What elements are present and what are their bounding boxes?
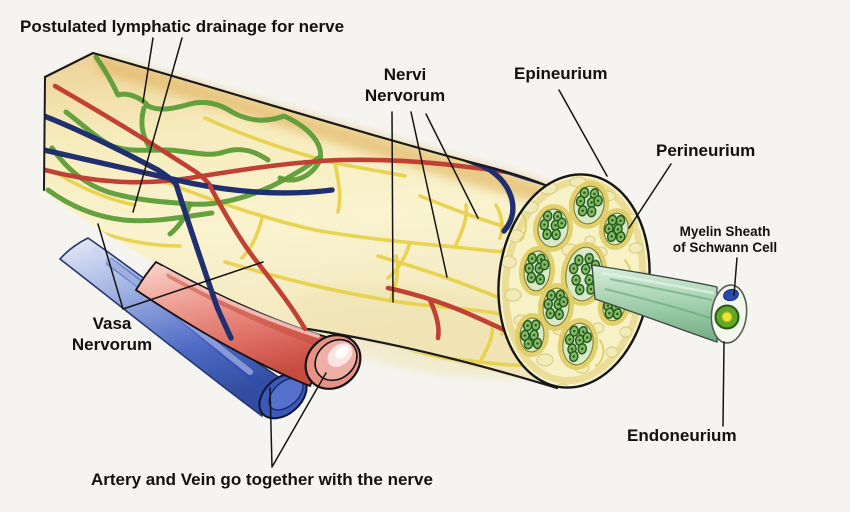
leader-nervi-1 [391, 111, 394, 303]
fascicle [557, 318, 599, 370]
fascicle [532, 204, 574, 252]
extracted-fascicle-tube [591, 264, 718, 343]
leader-epineurium [558, 89, 608, 177]
label-vasa-line2: Nervorum [71, 335, 153, 354]
fascicle [518, 246, 556, 296]
fascicle-end-disc [710, 284, 748, 344]
leader-artery-vein [269, 372, 327, 468]
leader-myelin-sheath [733, 257, 738, 296]
leader-endoneurium [722, 341, 725, 427]
label-lymphatic-drainage: Postulated lymphatic drainage for nerve [20, 17, 345, 36]
label-nervi-line2: Nervorum [364, 86, 446, 105]
axon-core [721, 311, 733, 323]
label-nervi-line1: Nervi [383, 65, 427, 84]
artery-branch-to-tube [207, 183, 308, 332]
label-endoneurium: Endoneurium [627, 426, 737, 445]
leader-lymphatic-2 [132, 37, 183, 213]
label-artery-vein: Artery and Vein go together with the ner… [91, 470, 433, 489]
fascicle [514, 313, 550, 357]
leader-nervi-2 [410, 111, 448, 278]
vein-branch-to-tube [173, 181, 234, 341]
fascicle [568, 181, 610, 229]
artery-tube [134, 260, 362, 390]
leader-vasa-nervorum [97, 223, 264, 310]
label-myelin-sheath: Myelin Sheath of Schwann Cell [658, 224, 792, 256]
leader-perineurium [628, 163, 672, 229]
leader-nervi-3 [425, 113, 479, 219]
leader-lines [97, 37, 738, 468]
nerve-cross-section [497, 173, 651, 393]
trunk-top-shading [95, 55, 556, 206]
label-epineurium: Epineurium [514, 64, 608, 83]
leader-lymphatic-1 [142, 37, 154, 103]
label-nervi-nervorum: Nervi Nervorum [350, 64, 460, 106]
label-myelin-line1: Myelin Sheath [679, 224, 771, 239]
label-myelin-line2: of Schwann Cell [672, 240, 778, 255]
label-perineurium: Perineurium [656, 141, 756, 160]
fascicle [598, 208, 634, 250]
label-vasa-nervorum: Vasa Nervorum [58, 313, 166, 355]
label-vasa-line1: Vasa [92, 314, 132, 333]
